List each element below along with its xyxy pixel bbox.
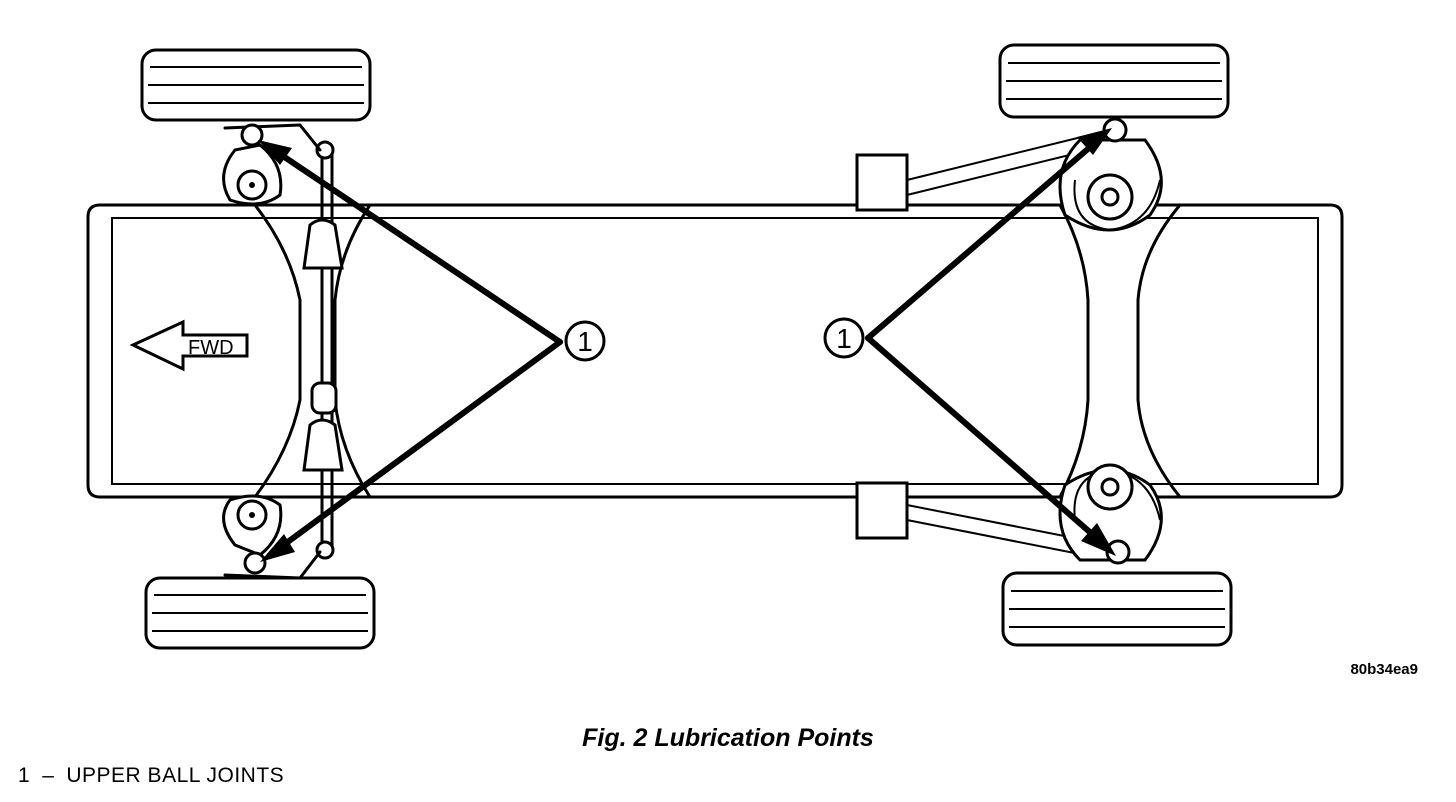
- fwd-label: FWD: [188, 337, 234, 359]
- legend-number: 1: [18, 764, 31, 787]
- front-upper-ball-joint-bottom: [243, 551, 267, 575]
- rear-upper-ball-joint-top: [1102, 117, 1128, 143]
- callout-arrows: [258, 128, 1116, 562]
- legend-dash: –: [42, 764, 55, 787]
- image-code: 80b34ea9: [1350, 661, 1418, 678]
- callout-rear: 1: [823, 317, 865, 359]
- legend-label: UPPER BALL JOINTS: [66, 764, 285, 787]
- boot-upper: [302, 218, 344, 270]
- legend: 1–UPPER BALL JOINTS: [18, 764, 296, 788]
- callout-front: 1: [564, 320, 606, 362]
- callout-number-rear: 1: [836, 323, 852, 354]
- figure-caption: Fig. 2 Lubrication Points: [582, 724, 874, 752]
- tires: [140, 43, 1233, 650]
- callout-number-front: 1: [577, 326, 593, 357]
- front-suspension: [222, 123, 344, 580]
- rear-suspension: [1058, 117, 1163, 565]
- front-upper-ball-joint-top: [240, 123, 264, 147]
- boot-lower: [302, 418, 344, 472]
- fwd-arrow: FWD: [129, 319, 249, 372]
